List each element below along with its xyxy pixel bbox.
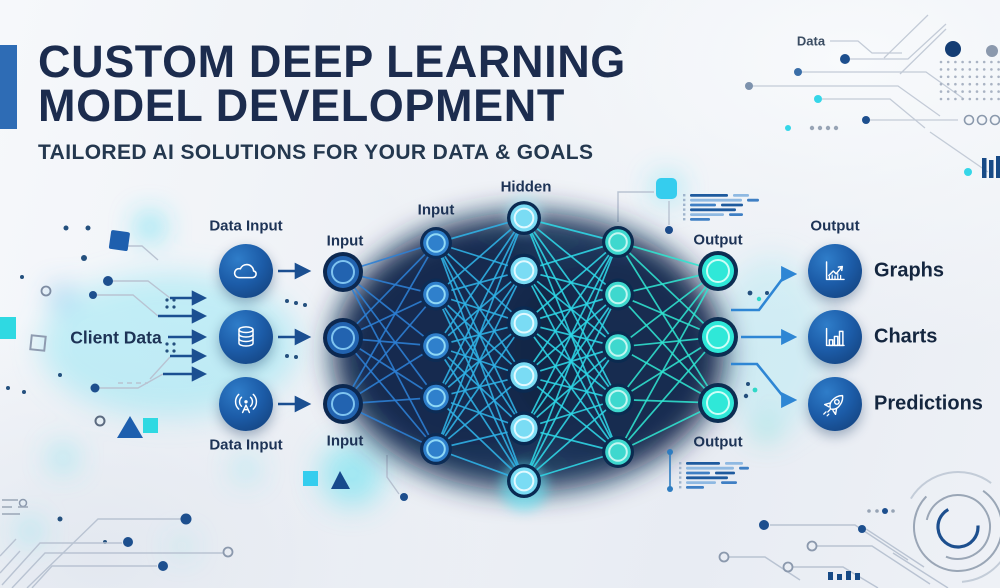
code-lines-top-decoration (683, 194, 759, 221)
circuit-left-decoration (0, 225, 307, 544)
hidden-layer-label: Hidden (500, 178, 552, 196)
rocket-icon (808, 377, 862, 431)
bar-chart-icon (808, 310, 862, 364)
output-panel-label: Output (810, 217, 860, 235)
input-layer1-bottom-label: Input (326, 432, 364, 450)
network-dark-backdrop (332, 212, 725, 492)
network-to-output-arrows (731, 265, 798, 409)
input-layer2-top-label: Input (417, 201, 455, 219)
misc-shapes-decoration (303, 178, 769, 501)
cloud-icon (219, 244, 273, 298)
output-layer-top-label: Output (693, 231, 743, 249)
client-data-label: Client Data (70, 327, 162, 348)
neural-network-diagram (323, 201, 738, 498)
output-item-label-charts: Charts (874, 325, 938, 348)
concentric-arcs-ornament (902, 471, 1000, 583)
code-lines-connector (667, 449, 673, 492)
output-item-label-predictions: Predictions (874, 392, 983, 415)
circuit-bottom-right-decoration (718, 471, 1000, 588)
data-input-bottom-label: Data Input (209, 436, 283, 454)
page-title-line1: CUSTOM DEEP LEARNING (38, 36, 626, 87)
data-decor-label: Data (796, 33, 826, 49)
input-layer1-top-label: Input (326, 232, 364, 250)
data-input-top-label: Data Input (209, 217, 283, 235)
page-subtitle: TAILORED AI SOLUTIONS FOR YOUR DATA & GO… (38, 141, 594, 164)
title-accent-bar (0, 45, 17, 129)
graph-icon (808, 244, 862, 298)
source-to-network-arrows (278, 262, 312, 413)
circuit-top-right-decoration (745, 14, 1000, 178)
page-title-line2: MODEL DEVELOPMENT (38, 80, 565, 131)
database-icon (219, 310, 273, 364)
circuit-bottom-left-decoration (0, 498, 234, 588)
dot-grid-decoration (939, 60, 1000, 101)
code-lines-bottom-decoration (679, 462, 749, 489)
page-title: CUSTOM DEEP LEARNING MODEL DEVELOPMENT (38, 36, 626, 131)
client-data-arrows (158, 290, 208, 382)
output-layer-bottom-label: Output (693, 433, 743, 451)
broadcast-icon (219, 377, 273, 431)
output-item-label-graphs: Graphs (874, 259, 945, 282)
